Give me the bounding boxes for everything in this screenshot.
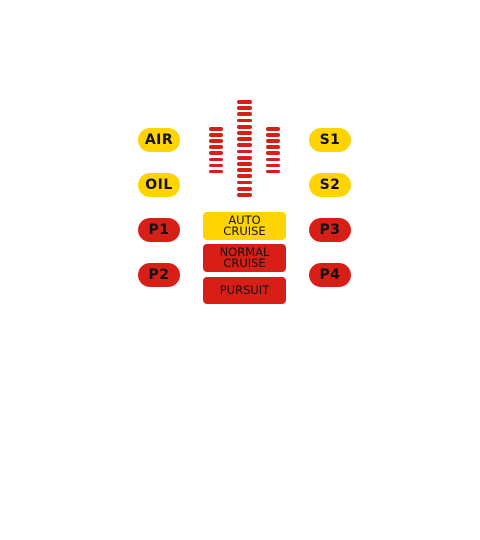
- voice-bar: [237, 137, 252, 141]
- voice-bar: [266, 151, 280, 155]
- voice-bar: [237, 124, 252, 129]
- voice-bar: [266, 133, 280, 137]
- voice-bar: [237, 131, 252, 135]
- voice-bar: [237, 155, 252, 160]
- voice-bar: [266, 163, 280, 168]
- voice-bar: [237, 149, 252, 154]
- pursuit-button[interactable]: PURSUIT: [203, 277, 286, 304]
- s1-button[interactable]: S1: [309, 128, 351, 152]
- voice-bar: [209, 163, 223, 168]
- voice-bar: [237, 193, 252, 197]
- p3-button[interactable]: P3: [309, 218, 351, 242]
- voice-bar: [209, 157, 223, 162]
- voice-bar: [237, 168, 252, 172]
- voice-bar: [209, 139, 223, 143]
- voice-bar: [237, 174, 252, 179]
- s2-button[interactable]: S2: [309, 173, 351, 197]
- voice-bar: [237, 100, 252, 104]
- voice-bar: [266, 157, 280, 162]
- voice-bar: [209, 127, 223, 131]
- auto-cruise-line1: AUTO: [228, 213, 261, 227]
- p4-button[interactable]: P4: [309, 263, 351, 287]
- air-button[interactable]: AIR: [138, 128, 180, 152]
- auto-cruise-line2: CRUISE: [223, 224, 266, 238]
- pursuit-label: PURSUIT: [219, 283, 270, 297]
- voice-bar: [209, 133, 223, 137]
- normal-cruise-line1: NORMAL: [219, 245, 270, 259]
- oil-button[interactable]: OIL: [138, 173, 180, 197]
- voice-bar: [237, 118, 252, 123]
- voice-bar: [237, 106, 252, 110]
- voice-bar: [266, 139, 280, 143]
- voice-bar: [237, 162, 252, 166]
- voice-bar: [266, 127, 280, 131]
- auto-cruise-button[interactable]: AUTO CRUISE: [203, 212, 286, 240]
- voice-bar: [266, 169, 280, 174]
- voice-bar: [237, 180, 252, 185]
- voice-bar: [237, 112, 252, 117]
- voice-bar: [209, 145, 223, 149]
- p2-button[interactable]: P2: [138, 263, 180, 287]
- p1-button[interactable]: P1: [138, 218, 180, 242]
- normal-cruise-button[interactable]: NORMAL CRUISE: [203, 244, 286, 272]
- voice-bar: [209, 151, 223, 155]
- voice-bar: [237, 143, 252, 148]
- normal-cruise-line2: CRUISE: [223, 256, 266, 270]
- voice-bar: [266, 145, 280, 149]
- voice-bar: [237, 186, 252, 191]
- voice-bar: [209, 169, 223, 174]
